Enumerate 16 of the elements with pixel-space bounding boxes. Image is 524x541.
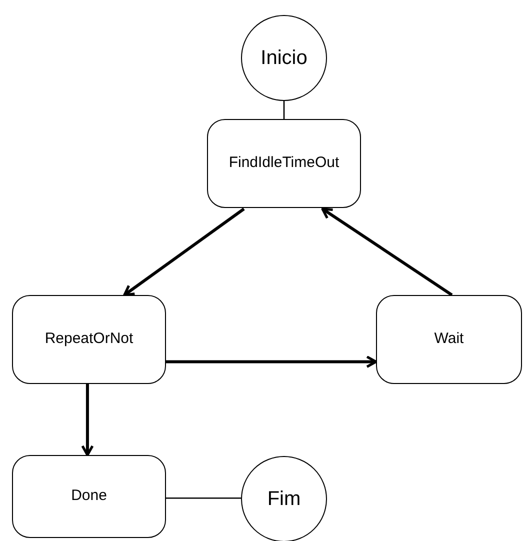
state-label: Inicio	[260, 46, 308, 71]
state-box	[12, 295, 166, 384]
state-label: Fim	[267, 487, 301, 512]
arrow	[321, 208, 453, 296]
state-box	[12, 455, 166, 538]
connector-line	[166, 498, 241, 499]
state-box	[376, 295, 522, 384]
connector-line	[283, 101, 285, 119]
state-box	[207, 119, 361, 208]
state-label: Wait	[434, 329, 464, 350]
state-label: Done	[71, 486, 107, 506]
arrow	[123, 208, 245, 296]
arrow	[81, 384, 94, 456]
state-label: FindIdleTimeOut	[228, 153, 340, 174]
arrow	[166, 356, 378, 368]
state-label: RepeatOrNot	[44, 329, 134, 350]
